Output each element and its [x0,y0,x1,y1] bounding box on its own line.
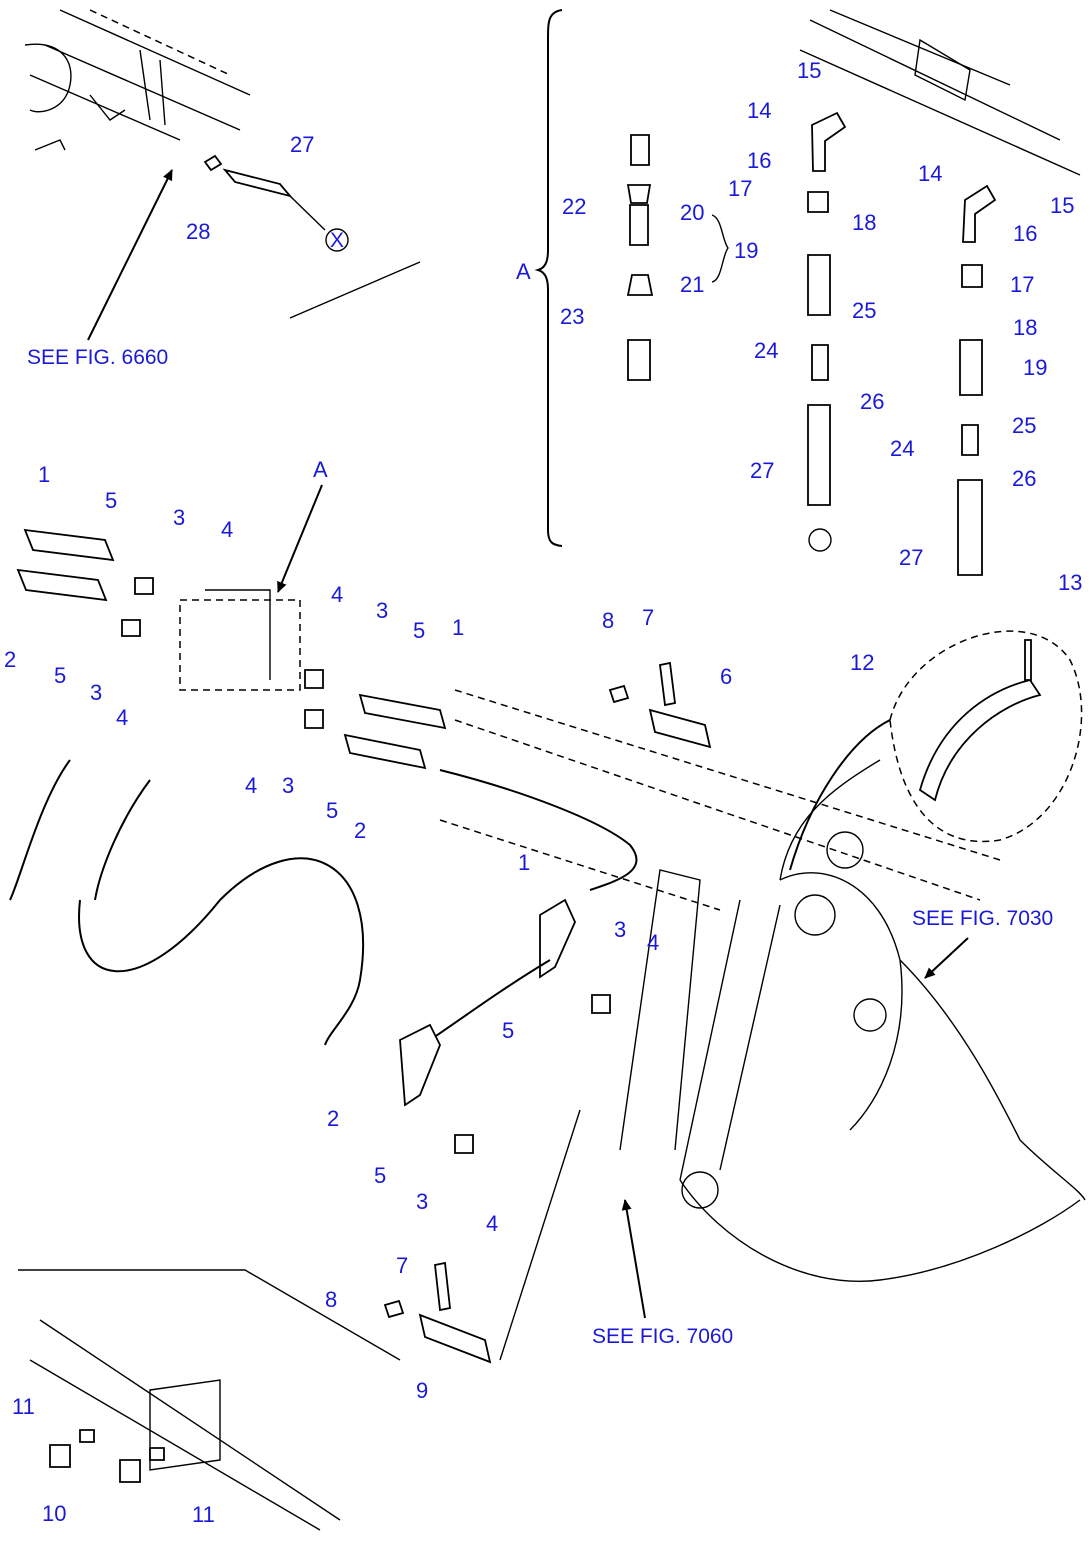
callout-3-b: 3 [90,680,102,705]
callout-11-a: 11 [12,1394,35,1419]
callout-16-b: 16 [1013,221,1037,246]
callout-22: 22 [562,194,586,219]
reference-fig-7060: SEE FIG. 7060 [592,1325,733,1348]
group-a-detail [534,9,729,547]
callout-4-f: 4 [486,1211,498,1236]
callout-28: 28 [186,219,210,244]
callout-17-a: 17 [728,176,752,201]
callout-1-a: 1 [38,462,50,487]
callout-3-d: 3 [282,773,294,798]
callout-18-a: 18 [852,210,876,235]
callout-26-a: 26 [860,389,884,414]
callout-19-b: 19 [1023,355,1047,380]
callout-27-b: 27 [899,545,923,570]
callout-26-b: 26 [1012,466,1036,491]
callout-4-c: 4 [331,582,343,607]
callout-2-b: 2 [354,818,366,843]
main-assembly [9,484,1086,1531]
callout-a-view: A [313,457,328,482]
callout-4-a: 4 [221,517,233,542]
callout-15-b: 15 [1050,193,1074,218]
callout-18-b: 18 [1013,315,1037,340]
callout-5-a: 5 [105,488,117,513]
callout-1-b: 1 [452,615,464,640]
callout-3-e: 3 [614,917,626,942]
callout-3-c: 3 [376,598,388,623]
callout-25-b: 25 [1012,413,1036,438]
callout-2-c: 2 [327,1106,339,1131]
reference-fig-6660: SEE FIG. 6660 [27,346,168,369]
callout-19-a: 19 [734,238,758,263]
callout-24-b: 24 [890,436,914,461]
callout-9: 9 [416,1378,428,1403]
callout-7-a: 7 [642,605,654,630]
callout-2-a: 2 [4,647,16,672]
callout-10: 10 [42,1501,66,1526]
callout-1-c: 1 [518,850,530,875]
callout-5-d: 5 [326,798,338,823]
callout-14-a: 14 [747,98,771,123]
cut-marker-x: X [330,229,344,252]
callout-4-b: 4 [116,705,128,730]
callout-3-f: 3 [416,1189,428,1214]
figure-references: SEE FIG. 6660 SEE FIG. 7030 SEE FIG. 706… [27,346,1053,1348]
callout-5-b: 5 [54,663,66,688]
callout-3-a: 3 [173,505,185,530]
callout-a-group: A [516,259,531,284]
callout-5-f: 5 [374,1163,386,1188]
callout-17-b: 17 [1010,272,1034,297]
callout-14-b: 14 [918,161,942,186]
callout-27-a: 27 [750,458,774,483]
right-fitting-stacks [799,9,1081,576]
top-left-detail: X [24,9,421,341]
callout-13: 13 [1058,570,1082,595]
callout-21: 21 [680,272,704,297]
callout-24-a: 24 [754,338,778,363]
callout-5-c: 5 [413,618,425,643]
callout-7-b: 7 [396,1253,408,1278]
callout-25-a: 25 [852,298,876,323]
callout-8-b: 8 [325,1287,337,1312]
reference-fig-7030: SEE FIG. 7030 [912,907,1053,930]
callout-12: 12 [850,650,874,675]
callout-4-e: 4 [647,930,659,955]
callout-labels: 27 28 22 20 23 21 A 15 14 16 17 18 19 25… [4,58,1082,1527]
callout-5-e: 5 [502,1018,514,1043]
callout-4-d: 4 [245,773,257,798]
callout-16-a: 16 [747,148,771,173]
callout-20: 20 [680,200,704,225]
callout-27-top-left: 27 [290,132,314,157]
callout-23: 23 [560,304,584,329]
callout-11-b: 11 [192,1502,215,1527]
callout-6: 6 [720,664,732,689]
callout-8-a: 8 [602,608,614,633]
callout-15-a: 15 [797,58,821,83]
